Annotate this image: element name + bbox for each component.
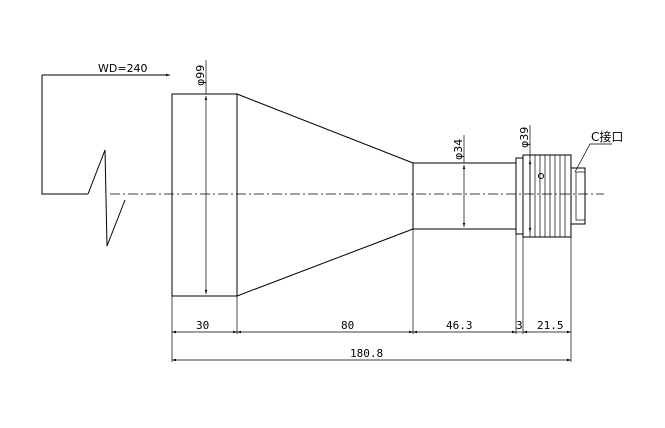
- conical-body: [236, 93, 414, 297]
- c-mount-thread: [570, 167, 586, 225]
- len-barrel-label: 46.3: [446, 319, 473, 332]
- c-mount-label: C接口: [591, 129, 623, 144]
- dia-mid-label: φ34: [452, 139, 465, 160]
- c-mount-thread-inner: [575, 171, 586, 221]
- front-element: [171, 93, 238, 297]
- len-flange-label: 3: [516, 319, 523, 332]
- knurling: [529, 155, 566, 237]
- dia-front-label: φ99: [194, 65, 207, 86]
- set-screw-icon: [538, 173, 544, 179]
- dia-rear-label: φ39: [518, 127, 531, 148]
- extension-lines: [171, 229, 572, 362]
- object-plane: [41, 74, 170, 247]
- c-mount-leader: [574, 143, 612, 173]
- flange: [515, 157, 524, 235]
- len-total-label: 180.8: [350, 347, 383, 360]
- len-cone-label: 80: [341, 319, 354, 332]
- rear-barrel: [412, 162, 517, 230]
- len-front-label: 30: [196, 319, 209, 332]
- len-mount-label: 21.5: [537, 319, 564, 332]
- wd-label: WD=240: [98, 62, 148, 75]
